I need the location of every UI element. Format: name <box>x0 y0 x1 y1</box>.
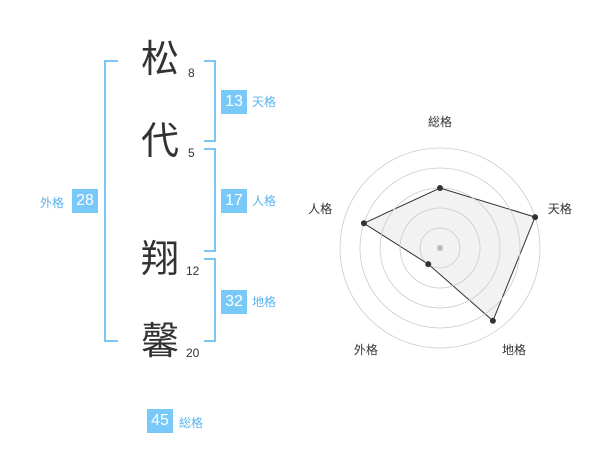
name-char-3: 翔 <box>141 237 180 281</box>
name-char-2: 代 <box>141 119 180 163</box>
stroke-count-1: 8 <box>188 66 195 80</box>
radar-axis-label-3: 地格 <box>502 342 526 357</box>
gaikaku-bracket <box>104 60 118 342</box>
jinkaku-bracket <box>204 148 216 252</box>
radar-grid <box>339 147 541 349</box>
tenkaku-label: 天格 <box>252 95 277 109</box>
stroke-count-3: 12 <box>186 264 200 278</box>
tenkaku-value: 13 <box>221 90 247 114</box>
radar-point-3 <box>489 317 496 324</box>
radar-points <box>360 185 539 324</box>
radar-ring <box>419 227 461 269</box>
radar-axis-label-2: 天格 <box>548 201 572 216</box>
chikaku-value: 32 <box>221 290 247 314</box>
radar-axis-label-4: 外格 <box>354 342 378 357</box>
gaikaku-value: 28 <box>72 189 98 213</box>
gaikaku-label: 外格 <box>40 196 65 210</box>
radar-ring <box>339 147 541 349</box>
tenkaku-bracket <box>204 60 216 142</box>
soukaku-value: 45 <box>147 409 173 433</box>
radar-axis-label-5: 人格 <box>308 201 332 216</box>
radar-ring <box>399 207 481 289</box>
radar-center-dot <box>437 245 443 251</box>
radar-ring <box>359 167 521 329</box>
chikaku-bracket <box>204 258 216 342</box>
radar-axis-label-1: 総格 <box>428 114 452 129</box>
stroke-count-2: 5 <box>188 146 195 160</box>
radar-series-area <box>362 187 536 322</box>
name-char-4: 馨 <box>141 319 180 363</box>
jinkaku-value: 17 <box>221 189 247 213</box>
radar-point-5 <box>360 220 367 227</box>
radar-point-4 <box>425 261 432 268</box>
name-char-1: 松 <box>141 37 180 81</box>
soukaku-label: 総格 <box>179 416 204 430</box>
chikaku-label: 地格 <box>252 295 277 309</box>
radar-point-1 <box>437 185 443 191</box>
stroke-count-4: 20 <box>186 346 200 360</box>
radar-point-2 <box>532 214 539 221</box>
jinkaku-label: 人格 <box>252 194 277 208</box>
